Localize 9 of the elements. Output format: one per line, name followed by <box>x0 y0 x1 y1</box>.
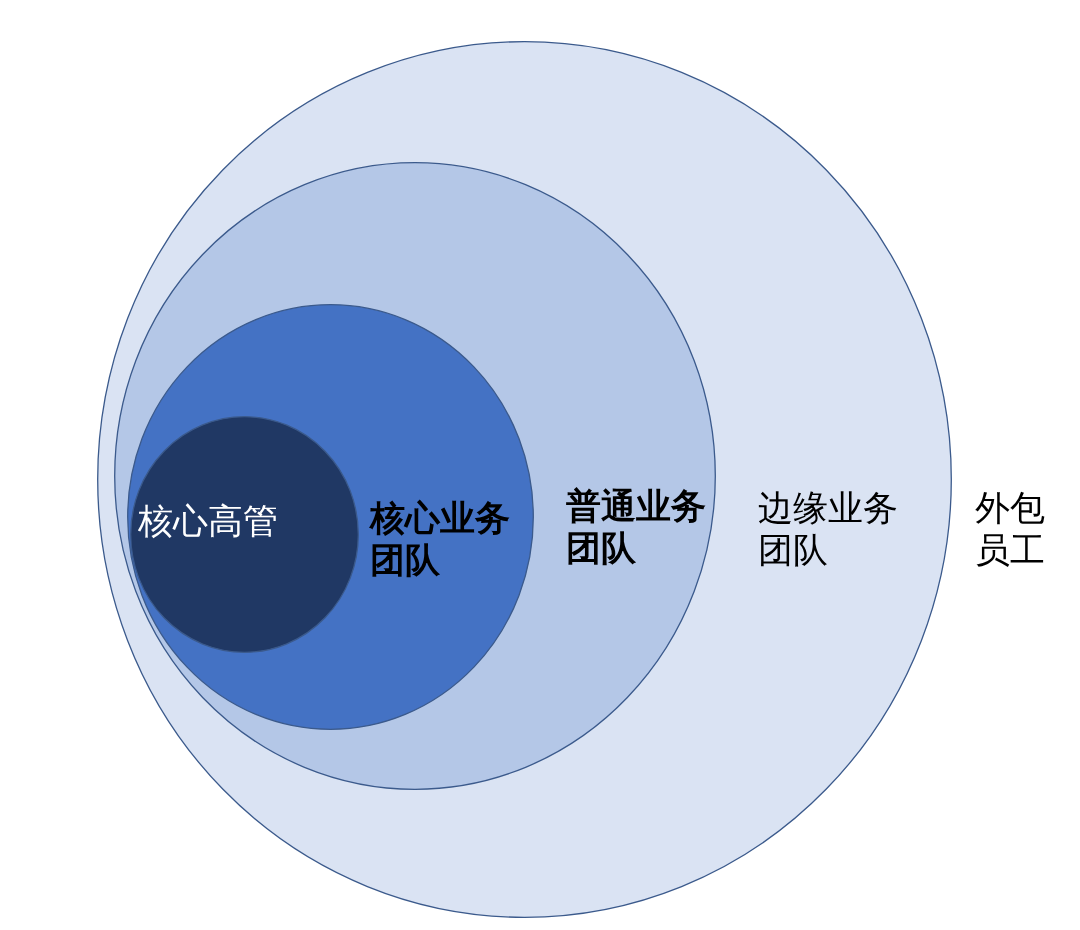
outside-label: 外包员工 <box>975 487 1046 571</box>
circle-label: 边缘业务团队 <box>758 487 899 571</box>
nested-circle <box>127 304 534 730</box>
nested-circle <box>114 162 716 790</box>
nested-circle <box>130 416 359 653</box>
circle-label: 核心业务团队 <box>370 497 511 581</box>
circle-label: 核心高管 <box>138 500 279 542</box>
circle-label: 普通业务团队 <box>566 485 707 569</box>
nested-circle <box>97 41 952 918</box>
